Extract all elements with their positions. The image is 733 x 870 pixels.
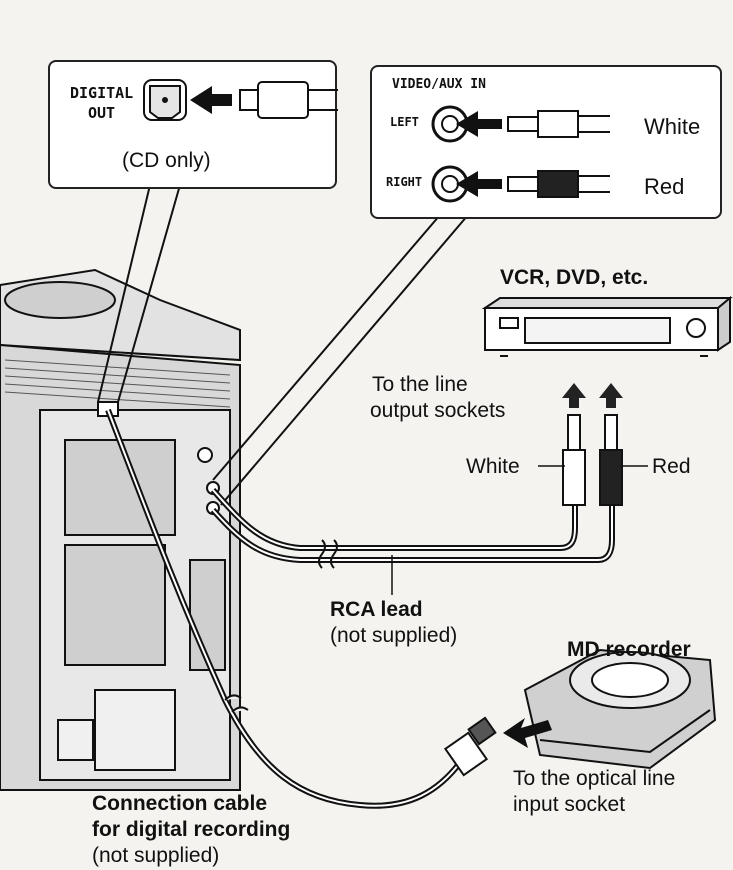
cable-note: (not supplied): [92, 844, 219, 868]
cable-title-line1: Connection cable: [92, 792, 267, 816]
md-socket-line2: input socket: [513, 793, 625, 817]
rca-lead: [213, 490, 612, 568]
digital-out-label-line1: DIGITAL: [70, 84, 133, 102]
plug-white-label: White: [466, 455, 520, 479]
up-arrows: [562, 383, 623, 408]
vcr-sockets-line1: To the line: [372, 373, 468, 397]
optical-socket-icon: [142, 72, 342, 142]
right-socket-label: RIGHT: [386, 175, 422, 189]
plug-red-label: Red: [652, 455, 691, 479]
rca-lead-title: RCA lead: [330, 598, 423, 622]
digital-out-label-line2: OUT: [88, 104, 115, 122]
rca-lead-note: (not supplied): [330, 624, 457, 648]
md-recorder-device: [525, 650, 715, 768]
vcr-sockets-line2: output sockets: [370, 399, 505, 423]
video-aux-title: VIDEO/AUX IN: [392, 77, 486, 92]
rca-plug-white: [563, 415, 585, 505]
callout-digital-out: DIGITAL OUT (CD only): [48, 60, 337, 189]
vcr-device: [485, 298, 730, 356]
stereo-main-unit: [0, 270, 240, 790]
optical-plug: [445, 718, 495, 775]
left-socket-label: LEFT: [390, 115, 419, 129]
digital-out-note: (CD only): [122, 149, 211, 173]
md-recorder-title: MD recorder: [567, 638, 691, 662]
white-socket-label: White: [644, 115, 700, 139]
callout-video-aux-in: VIDEO/AUX IN LEFT RIGHT White Red: [370, 65, 722, 219]
cable-title-line2: for digital recording: [92, 818, 290, 842]
rca-plug-red: [600, 415, 622, 505]
md-socket-line1: To the optical line: [513, 767, 675, 791]
rca-sockets-icon: [430, 97, 650, 217]
vcr-title: VCR, DVD, etc.: [500, 266, 648, 290]
red-socket-label: Red: [644, 175, 684, 199]
